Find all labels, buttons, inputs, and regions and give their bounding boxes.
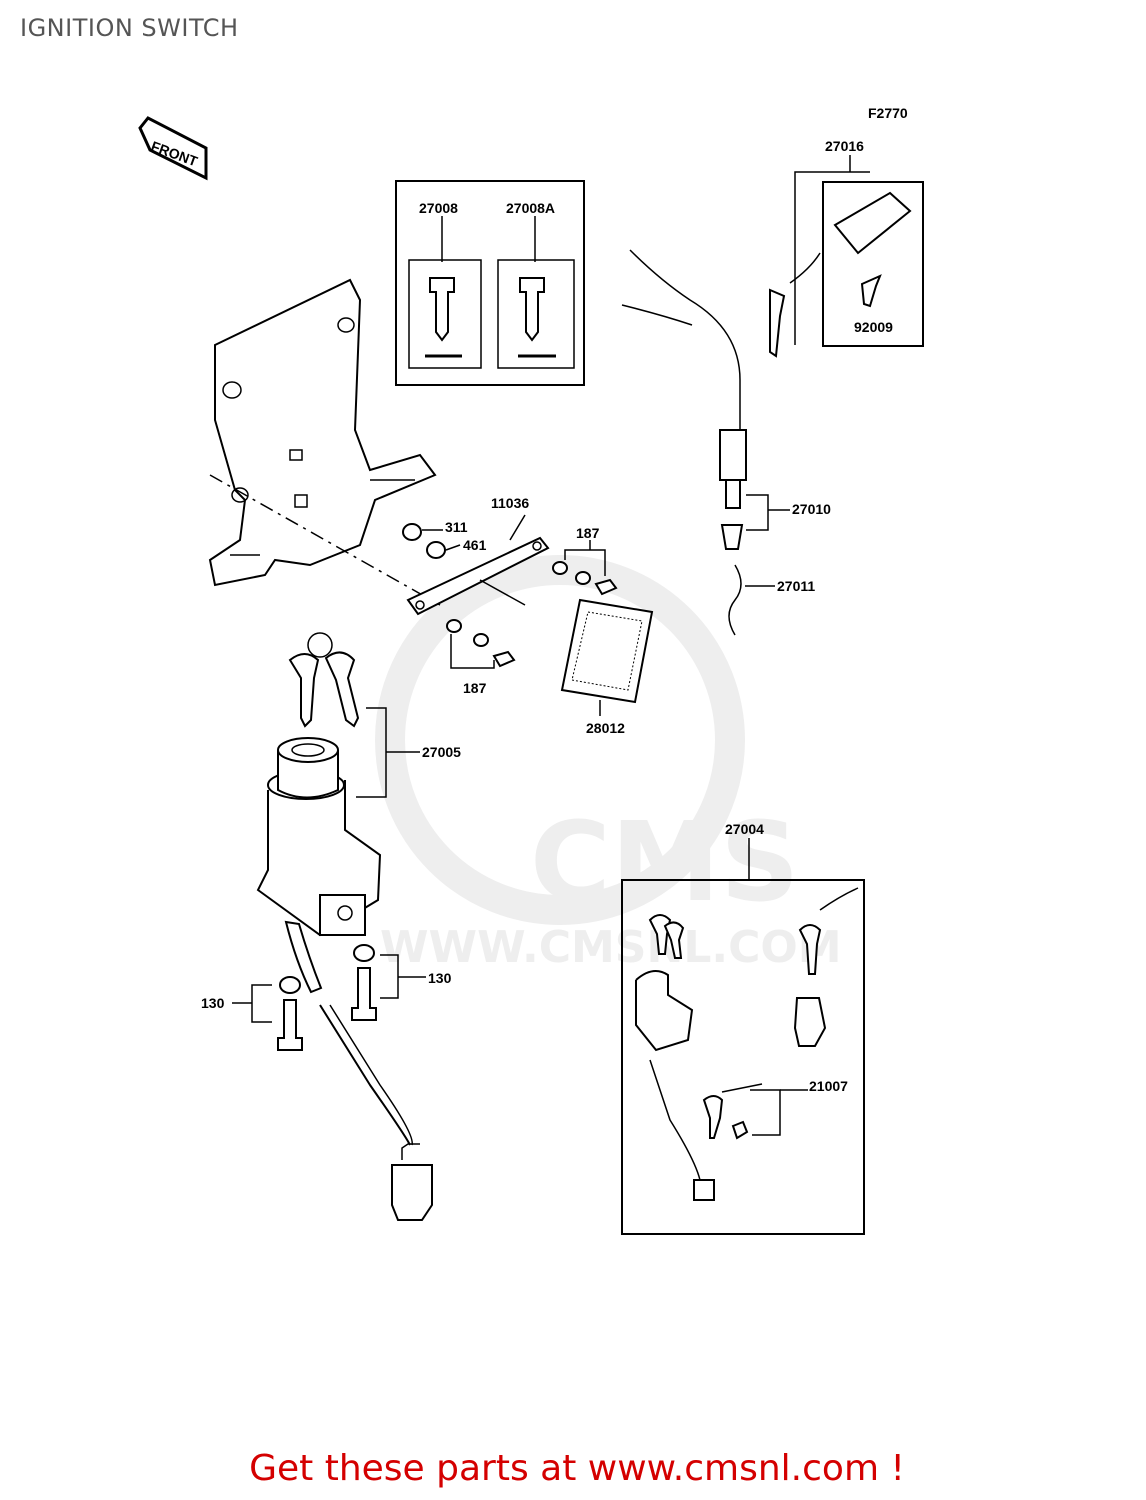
drawing-reference: F2770 — [868, 105, 908, 121]
ignition-switch-body — [256, 737, 433, 1221]
screw-icon — [351, 967, 377, 1021]
label-27011: 27011 — [777, 578, 815, 594]
lock-set-box-27016 — [769, 155, 924, 358]
washer-icon — [552, 561, 568, 575]
label-187-upper: 187 — [576, 525, 600, 541]
nut-icon — [402, 523, 422, 541]
spring-clip-icon — [728, 564, 742, 636]
mounting-bracket — [208, 278, 441, 606]
screws-130 — [232, 944, 426, 1051]
light-socket-harness — [621, 249, 790, 636]
exploded-diagram: CMS WWW.CMSNL.COM F2770 FRONT 27008 2700… — [138, 105, 924, 1235]
front-arrow-icon: FRONT — [138, 116, 208, 181]
watermark: CMS WWW.CMSNL.COM — [375, 555, 842, 973]
footer-promo[interactable]: Get these parts at www.cmsnl.com ! — [249, 1448, 905, 1489]
washer-icon — [446, 619, 462, 633]
key-icon — [769, 288, 786, 358]
lock-cylinder-icon — [793, 997, 827, 1047]
label-11036: 11036 — [491, 495, 529, 511]
washer-icon — [575, 571, 591, 585]
label-27010: 27010 — [792, 501, 831, 517]
connector-icon — [391, 1164, 433, 1221]
label-130-left: 130 — [201, 995, 225, 1011]
lock-cylinder-icon — [833, 191, 912, 255]
label-27008a: 27008A — [506, 200, 555, 216]
key-blank-a-icon — [519, 277, 545, 342]
watermark-url-text: WWW.CMSNL.COM — [380, 922, 842, 973]
bulb-icon — [720, 524, 744, 550]
label-28012: 28012 — [586, 720, 625, 736]
label-27008: 27008 — [419, 200, 458, 216]
screw-icon — [277, 999, 303, 1051]
label-27016: 27016 — [825, 138, 864, 154]
key-icon — [663, 921, 685, 959]
label-21007: 21007 — [809, 1078, 848, 1094]
key-icon — [288, 653, 320, 728]
label-27004: 27004 — [725, 821, 764, 837]
bolt-icon — [594, 578, 618, 596]
reflector-bracket-11036 — [402, 514, 618, 669]
label-461: 461 — [463, 537, 487, 553]
watermark-logo-text: CMS — [530, 798, 799, 926]
reflector-28012 — [560, 598, 654, 716]
key-icon — [324, 651, 360, 728]
label-187-lower: 187 — [463, 680, 487, 696]
bolt-icon — [492, 650, 516, 668]
label-27005: 27005 — [422, 744, 461, 760]
key-icon — [702, 1095, 724, 1139]
washer-icon — [279, 976, 301, 994]
washer-icon — [473, 633, 489, 647]
washer-icon — [353, 944, 375, 962]
collar-icon — [426, 541, 446, 559]
label-311: 311 — [445, 519, 468, 535]
label-92009: 92009 — [854, 319, 893, 335]
screw-icon — [860, 274, 882, 308]
key-blank-box — [395, 180, 585, 386]
key-icon — [798, 924, 822, 975]
switch-set-box-27004 — [621, 838, 865, 1235]
cap-icon — [731, 1120, 749, 1140]
page-title: IGNITION SWITCH — [20, 14, 239, 42]
key-set-27005 — [288, 632, 420, 798]
connector-icon — [693, 1179, 715, 1201]
key-blank-icon — [429, 277, 455, 342]
label-130-right: 130 — [428, 970, 452, 986]
switch-body-icon — [635, 970, 694, 1052]
